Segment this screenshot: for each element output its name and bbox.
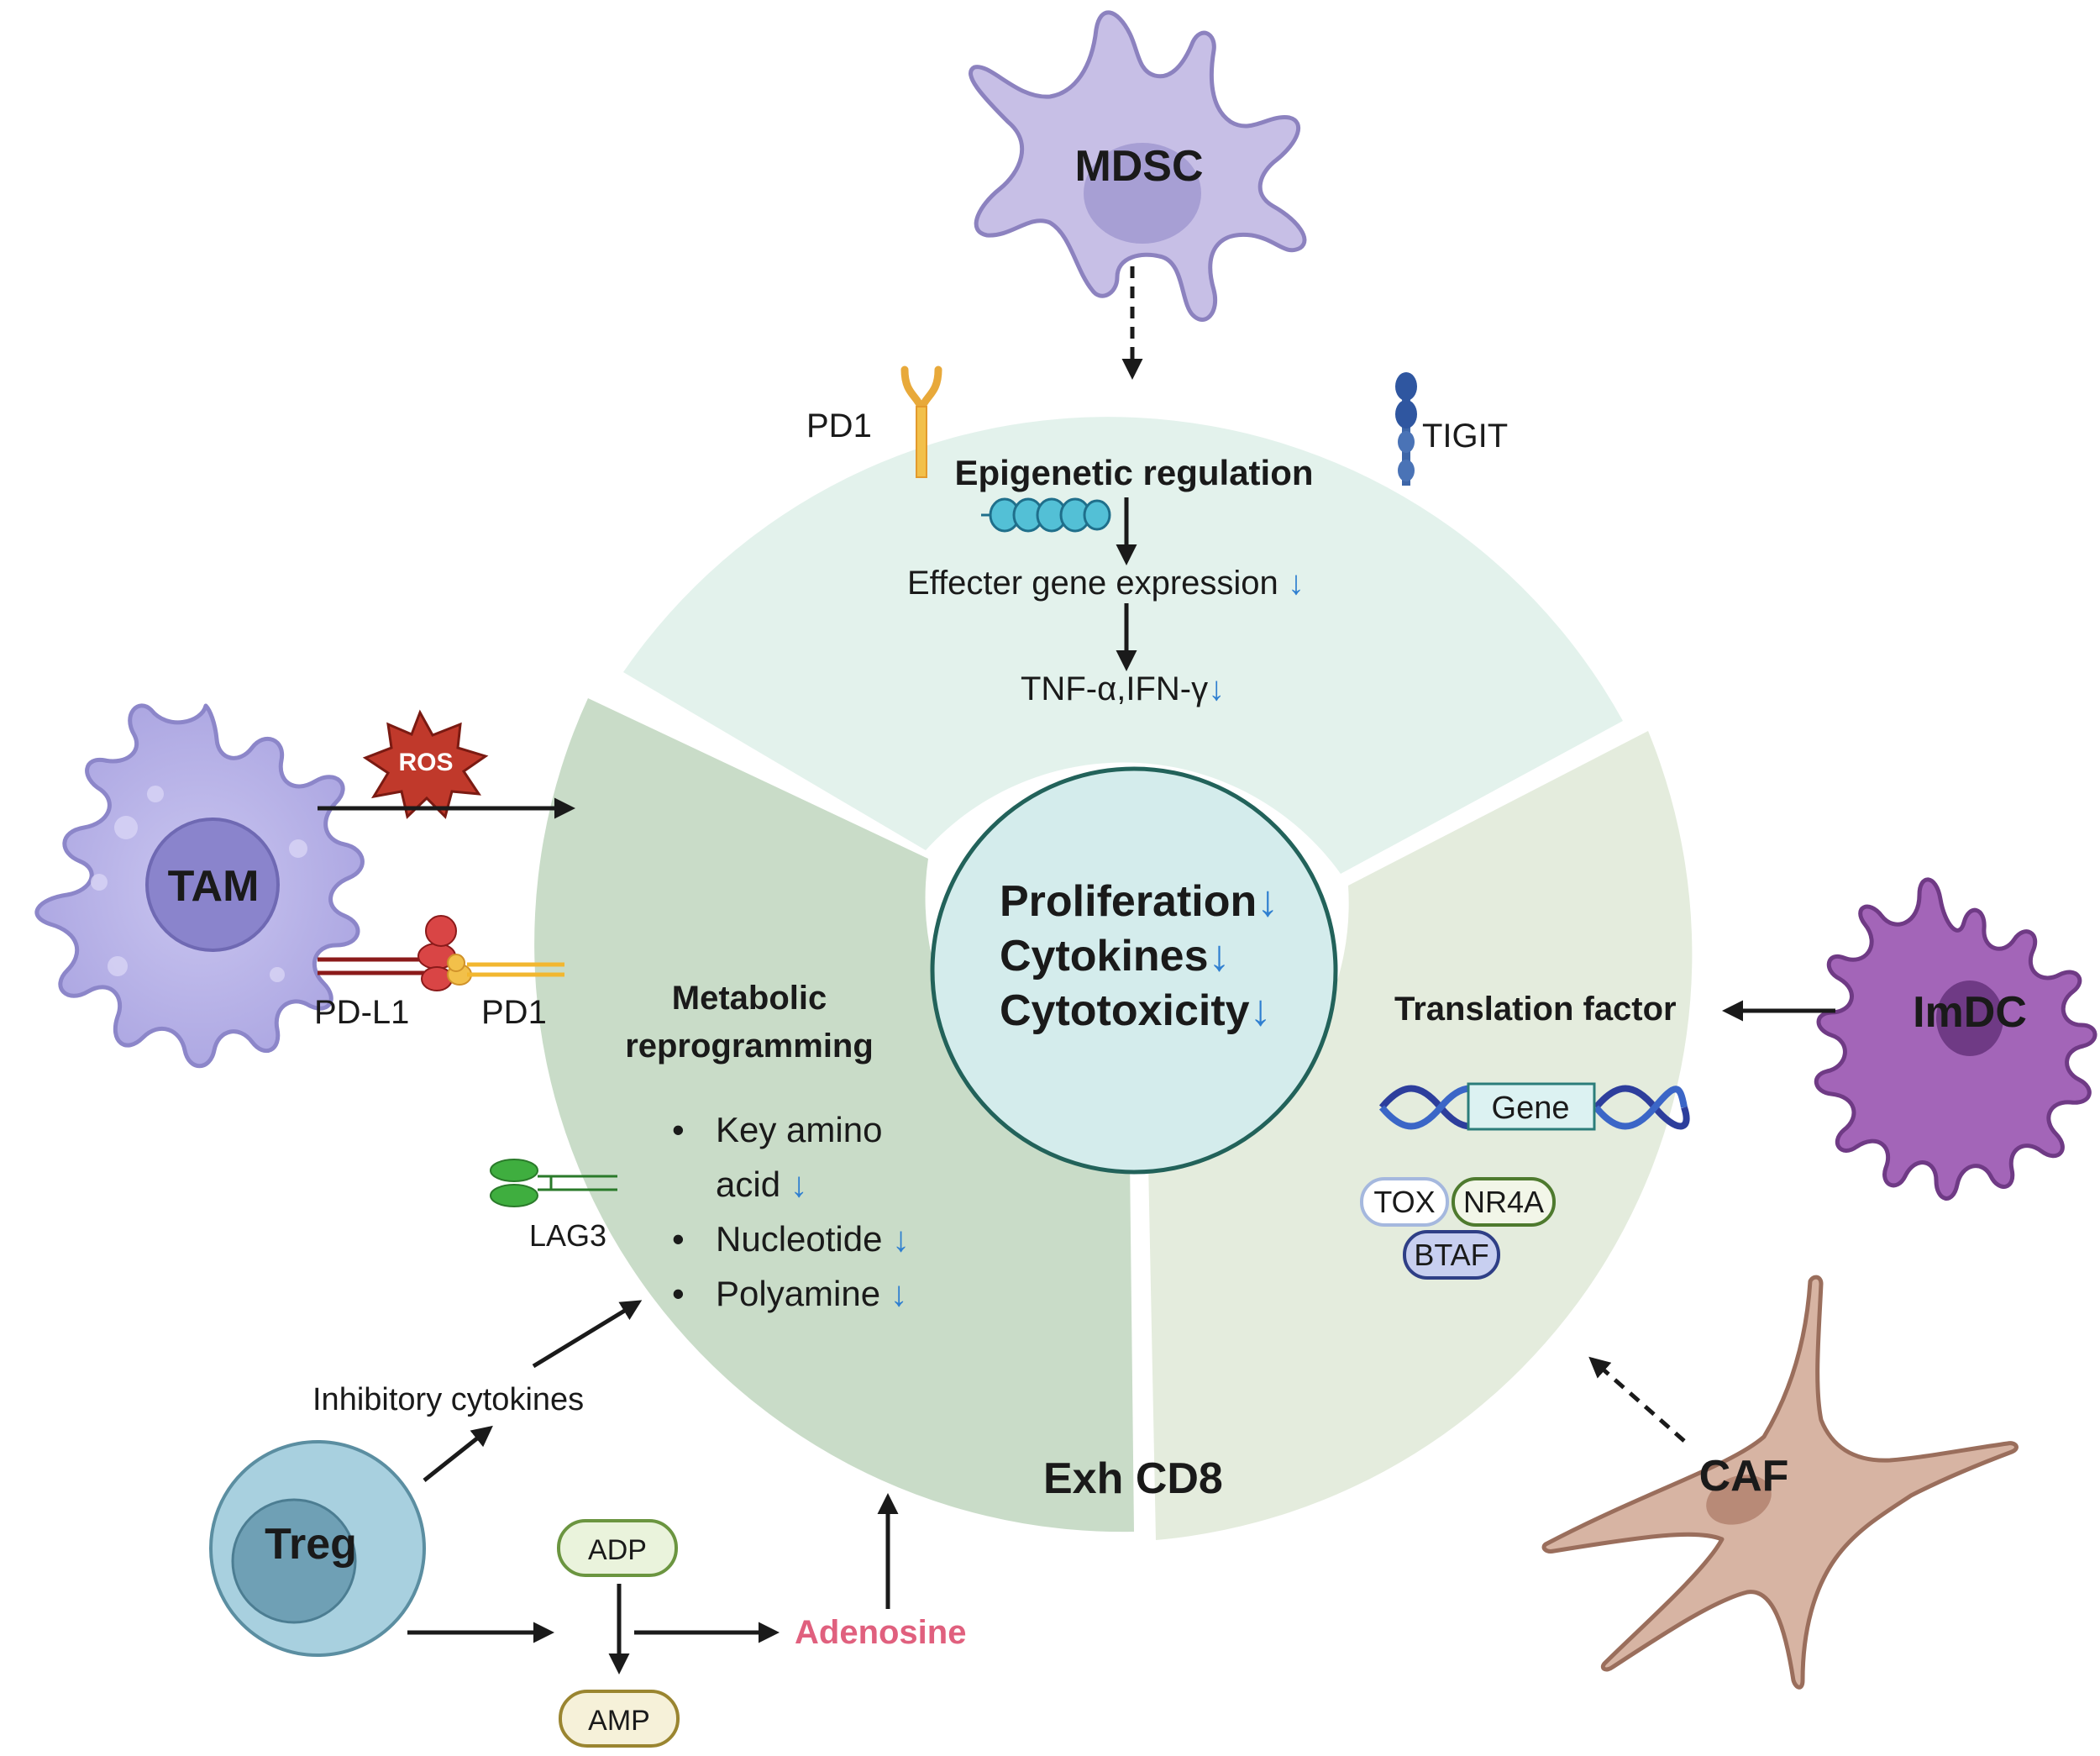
pdl1-pd1-binding-icon [318, 915, 564, 991]
sector-metabolic [534, 698, 1134, 1533]
sector-epigenetic [623, 417, 1623, 874]
exh-cd8-ring [534, 417, 1693, 1540]
pd1-top-label: PD1 [806, 407, 872, 444]
arrow-treg-to-inhibitory [423, 1425, 493, 1482]
metabolic-title-line2: reprogramming [625, 1028, 874, 1065]
bullet-amino-line1: Key amino [716, 1110, 882, 1149]
mdsc-cell: MDSC [969, 10, 1307, 322]
pd1-receptor-icon [900, 365, 942, 478]
center-circle [930, 766, 1338, 1175]
adp-pill [557, 1519, 678, 1577]
ros-burst-icon [362, 709, 489, 819]
gene-label: Gene [1492, 1091, 1570, 1126]
caf-nucleus [1706, 1475, 1772, 1525]
mdsc-label: MDSC [1074, 142, 1203, 191]
bullet-dot-3: • [672, 1274, 685, 1313]
btaf-label: BTAF [1414, 1238, 1488, 1272]
nucleosome-icon [981, 497, 1111, 533]
tigit-label: TIGIT [1422, 418, 1508, 455]
tam-cell: TAM [34, 703, 365, 1069]
imdc-label: ImDC [1913, 988, 2027, 1037]
caf-body [1541, 1275, 2019, 1690]
bullet-nucleotide: Nucleotide ↓ [716, 1219, 910, 1259]
exh-cd8-label: Exh CD8 [1043, 1454, 1223, 1503]
bullet-polyamine: Polyamine ↓ [716, 1274, 908, 1313]
arrow-inhibitory-to-ring [532, 1300, 643, 1369]
tigit-receptor-icon [1395, 372, 1417, 486]
effector-gene-expression: Effecter gene expression ↓ [907, 565, 1305, 602]
nr4a-pill [1452, 1177, 1556, 1227]
nr4a-label: NR4A [1463, 1185, 1544, 1219]
translation-content: Translation factor Gene TOX NR4A BTAF [1360, 991, 1690, 1280]
epigenetic-content: Epigenetic regulation Effecter gene expr… [806, 365, 1508, 707]
sector-translation [1148, 731, 1693, 1540]
center-summary: Proliferation↓ Cytokines↓ Cytotoxicity↓ [930, 766, 1338, 1175]
imdc-nucleus [1936, 981, 2003, 1056]
adenosine-label: Adenosine [795, 1614, 966, 1651]
lag3-receptor-icon [490, 1159, 617, 1207]
center-line-cytotoxicity: Cytotoxicity↓ [1000, 986, 1272, 1035]
tnf-ifn-label: TNF-α,IFN-γ↓ [1021, 670, 1225, 707]
amp-label: AMP [588, 1705, 650, 1737]
bullet-dot-1: • [672, 1110, 685, 1149]
tam-nucleus [145, 818, 280, 952]
center-line-proliferation: Proliferation↓ [1000, 877, 1278, 926]
adp-label: ADP [588, 1534, 647, 1566]
treg-nucleus [231, 1498, 357, 1624]
tox-pill [1360, 1177, 1449, 1227]
mdsc-nucleus [1084, 143, 1201, 244]
bullet-dot-2: • [672, 1219, 685, 1259]
amp-pill [559, 1690, 680, 1748]
dna-helix-icon [1378, 1082, 1690, 1131]
tox-label: TOX [1373, 1185, 1435, 1219]
ros-label: ROS [398, 749, 453, 776]
epigenetic-title: Epigenetic regulation [954, 453, 1313, 492]
btaf-pill [1403, 1230, 1500, 1280]
pd1-left-label: PD1 [481, 994, 547, 1031]
pdl1-label: PD-L1 [314, 994, 409, 1031]
caf-label: CAF [1699, 1452, 1789, 1501]
inhibitory-cytokines-label: Inhibitory cytokines [312, 1382, 584, 1417]
bullet-amino-line2: acid ↓ [716, 1165, 808, 1204]
translation-title: Translation factor [1394, 991, 1677, 1028]
metabolic-content: Metabolic reprogramming • Key amino acid… [625, 980, 1223, 1503]
center-line-cytokines: Cytokines↓ [1000, 932, 1231, 981]
metabolic-title-line1: Metabolic [672, 980, 827, 1017]
imdc-cell: ImDC [1814, 877, 2097, 1201]
arrow-caf-to-ring [1588, 1356, 1686, 1443]
treg-label: Treg [265, 1520, 357, 1569]
treg-cell: Treg [209, 1440, 426, 1657]
lag3-label: LAG3 [529, 1218, 606, 1253]
caf-cell: CAF [1541, 1275, 2019, 1690]
tam-label: TAM [168, 862, 260, 911]
